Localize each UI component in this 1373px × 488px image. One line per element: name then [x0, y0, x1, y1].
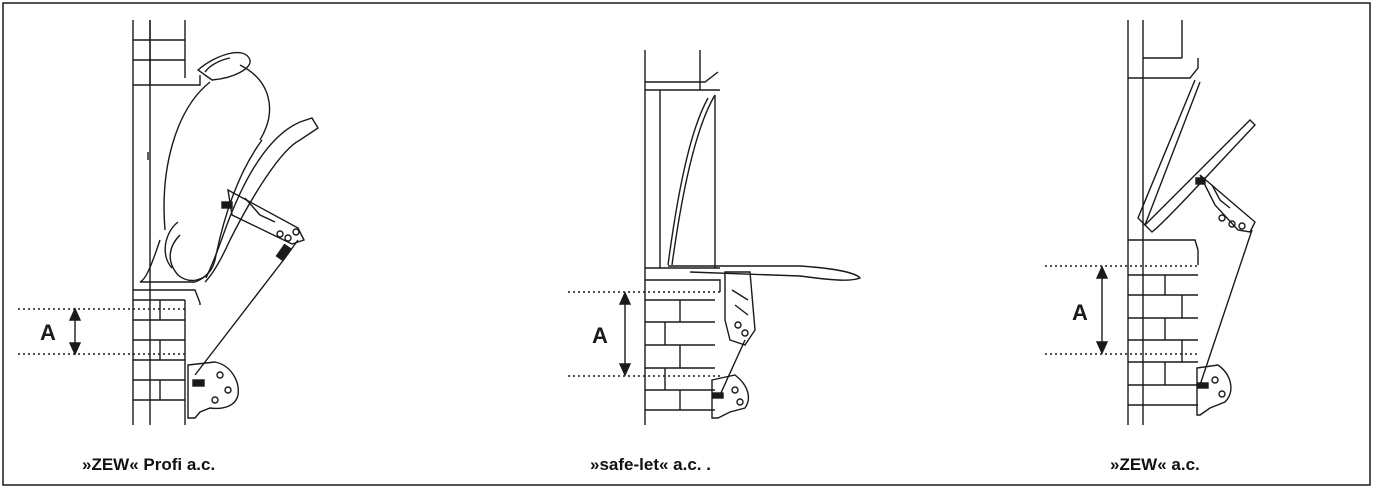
wall-drawing — [132, 20, 201, 425]
flap-drawing — [667, 94, 862, 346]
chain — [719, 339, 746, 396]
panel-zew-profi — [18, 20, 319, 425]
dimension-label-2: A — [592, 323, 608, 348]
bracket-lower — [711, 374, 750, 419]
dimension-arrow — [68, 307, 82, 356]
bracket-upper — [221, 188, 305, 245]
dimension-label-1: A — [40, 320, 56, 345]
panel-safe-let — [568, 50, 862, 425]
flap-drawing — [1137, 79, 1256, 233]
caption-safe-let: »safe-let« a.c. . — [590, 455, 711, 474]
caption-zew-profi: »ZEW« Profi a.c. — [82, 455, 216, 474]
dimension-arrow — [1095, 265, 1109, 355]
dimension-arrow — [618, 291, 632, 377]
chain — [194, 239, 299, 376]
chute-flap-drawing — [139, 51, 319, 283]
bracket-lower — [187, 361, 239, 419]
panel-zew — [1045, 20, 1256, 425]
caption-zew: »ZEW« a.c. — [1110, 455, 1200, 474]
dimension-label-3: A — [1072, 300, 1088, 325]
wall-drawing — [644, 50, 721, 425]
bracket-lower — [1196, 364, 1232, 416]
chain — [1199, 229, 1253, 386]
